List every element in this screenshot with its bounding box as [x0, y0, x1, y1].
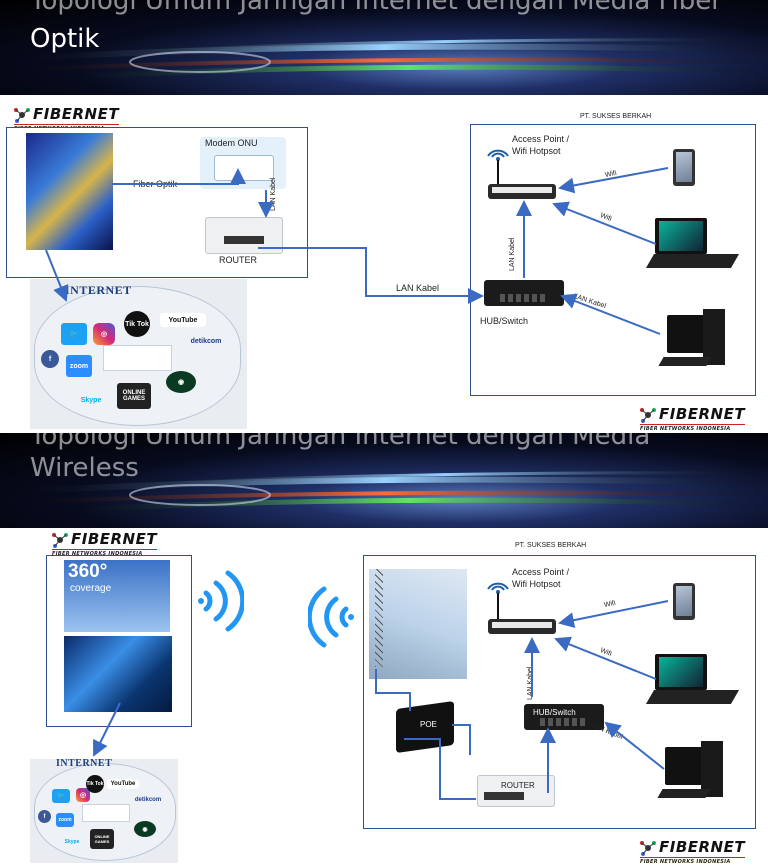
access-point-device-2 [488, 619, 556, 634]
desktop-pc-tower [703, 309, 725, 365]
fibernet-logo-2-footer: FIBERNET FIBER NETWORKS INDONESIA [640, 837, 746, 865]
logo-2-footer-tagline: FIBER NETWORKS INDONESIA [640, 857, 746, 865]
hub-switch-device [484, 280, 564, 306]
skype-icon-2: Skype [64, 839, 80, 845]
poe-label: POE [420, 720, 437, 729]
logo-2-tagline: FIBER NETWORKS INDONESIA [52, 549, 158, 557]
coverage-caption-small: coverage [70, 583, 112, 594]
tablet-device-2 [673, 583, 695, 620]
access-point-label-line2: Wifi Hotpsot [512, 146, 561, 156]
online-games-icon: ONLINE GAMES [117, 383, 151, 409]
internet-title: INTERNET [65, 283, 132, 297]
tower-photo [64, 560, 170, 632]
online-games-icon-2: ONLINE GAMES [90, 829, 114, 849]
modem-onu-device [200, 137, 286, 189]
building-antenna-photo [369, 569, 467, 679]
twitter-icon-2: 🐦 [52, 789, 70, 803]
server-rack-photo [64, 636, 172, 712]
coverage-caption-big: 360° [68, 561, 108, 582]
network-logo-icon [14, 107, 30, 123]
router-device-2 [477, 775, 555, 807]
hub-switch-label-2: HUB/Switch [533, 708, 576, 717]
conference-logo-2 [82, 804, 130, 822]
access-point-antenna-2 [497, 593, 499, 619]
desktop-pc-tower-2 [701, 741, 723, 797]
game-logo-2-icon: ◉ [134, 821, 156, 837]
laptop-device-2 [655, 654, 707, 690]
network-logo-footer-icon [640, 407, 656, 423]
fibernet-logo-footer: FIBERNET FIBER NETWORKS INDONESIA [640, 404, 746, 432]
skype-icon: Skype [80, 396, 102, 404]
network-logo-2-icon [52, 532, 68, 548]
company-name: PT. SUKSES BERKAH [580, 113, 652, 120]
logo-footer-tagline: FIBER NETWORKS INDONESIA [640, 424, 746, 432]
access-point-2-label-line1: Access Point / [512, 567, 570, 577]
youtube-icon: YouTube [160, 313, 206, 327]
slide-title-line1: Topologi Umum Jaringan Internet dengan M… [30, 0, 722, 16]
company-name-2: PT. SUKSES BERKAH [515, 542, 587, 549]
fibernet-logo-2: FIBERNET FIBER NETWORKS INDONESIA [52, 529, 158, 557]
access-point-antenna [497, 160, 499, 184]
facebook-icon: f [41, 350, 59, 368]
zoom-icon-2: zoom [56, 813, 74, 827]
hub-switch-label: HUB/Switch [480, 316, 529, 326]
modem-onu-label: Modem ONU [205, 138, 258, 148]
zoom-icon: zoom [66, 355, 92, 377]
slide-fiber-topology: Topologi Umum Jaringan Internet dengan M… [0, 0, 768, 432]
slide2-title-line2: Wireless [30, 453, 139, 483]
logo-2-name: FIBERNET [71, 530, 158, 548]
internet-title-2: INTERNET [56, 758, 113, 769]
hub-switch-device-2 [524, 704, 604, 730]
instagram-icon-2: ◎ [76, 788, 90, 802]
access-point-2-label-line2: Wifi Hotpsot [512, 579, 561, 589]
facebook-icon-2: f [38, 810, 51, 823]
conference-logo [103, 345, 172, 371]
tablet-device [673, 149, 695, 186]
connection-lines [45, 167, 669, 335]
title-banner-2: Topologi Umum Jaringan Internet dengan M… [0, 433, 768, 528]
connection-lines-2 [93, 600, 669, 800]
logo-name: FIBERNET [33, 105, 120, 123]
access-point-device [488, 184, 556, 199]
detikcom-icon: detikcom [190, 337, 222, 345]
wireless-signal-out-icon [196, 567, 246, 635]
slide-wireless-topology: Topologi Umum Jaringan Internet dengan M… [0, 433, 768, 866]
game-logo-icon: ◉ [166, 371, 196, 393]
slide2-title-line1: Topologi Umum Jaringan Internet dengan M… [30, 433, 651, 451]
instagram-icon: ◎ [93, 323, 115, 345]
detikcom-icon-2: detikcom [134, 797, 162, 803]
network-logo-2-footer-icon [640, 840, 656, 856]
logo-2-footer-name: FIBERNET [659, 838, 746, 856]
logo-footer-name: FIBERNET [659, 405, 746, 423]
title-banner: Topologi Umum Jaringan Internet dengan M… [0, 0, 768, 95]
fiber-light-decoration-2 [0, 471, 768, 514]
tiktok-icon-2: Tik Tok [86, 775, 104, 793]
router-label-2: ROUTER [501, 781, 535, 790]
fiber-optic-photo [26, 133, 113, 250]
lan-kabel-link-label: LAN Kabel [396, 283, 440, 293]
laptop-device [655, 218, 707, 254]
router-label: ROUTER [219, 255, 257, 265]
youtube-icon-2: YouTube [107, 779, 139, 789]
tiktok-icon: Tik Tok [124, 311, 150, 337]
slide-title-line2: Optik [30, 24, 100, 54]
access-point-label-line1: Access Point / [512, 134, 570, 144]
fiber-light-decoration [0, 38, 768, 81]
twitter-icon: 🐦 [61, 323, 87, 345]
wireless-signal-in-icon [306, 583, 356, 651]
